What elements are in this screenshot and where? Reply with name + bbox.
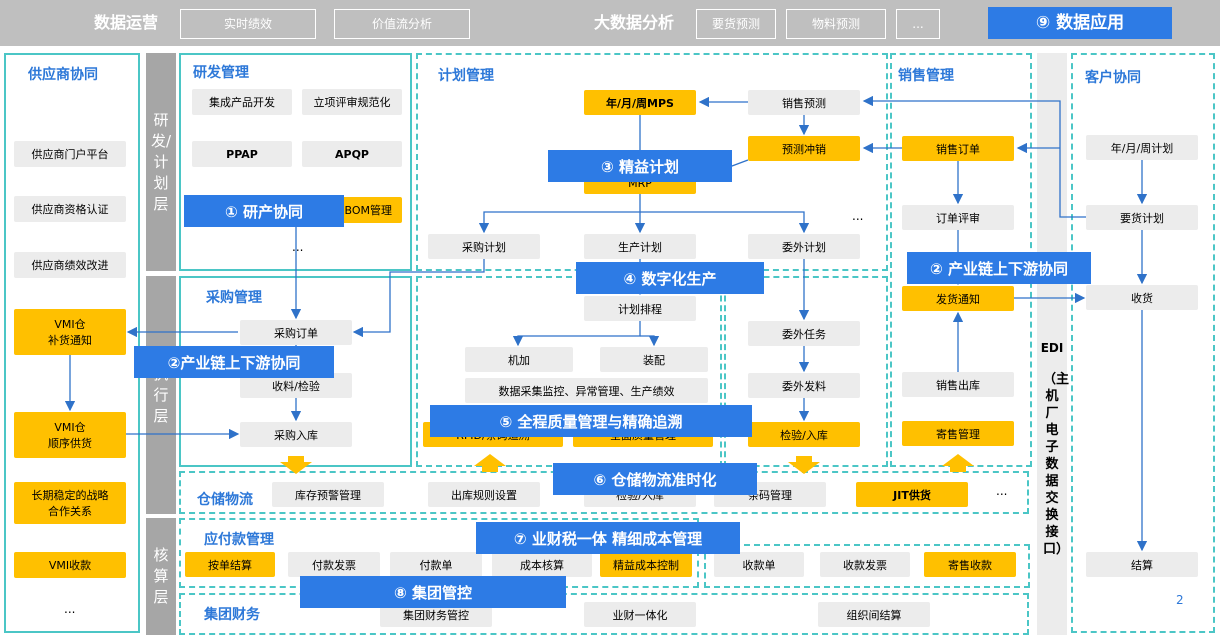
forecast-offset[interactable]: 预测冲销 (748, 136, 860, 161)
outsource-plan[interactable]: 委外计划 (748, 234, 860, 259)
banner-warehouse-jit: ⑥ 仓储物流准时化 (553, 463, 757, 495)
apqp[interactable]: APQP (302, 141, 402, 167)
outsource-task[interactable]: 委外任务 (748, 321, 860, 346)
customer-receive[interactable]: 收货 (1086, 285, 1198, 310)
warehouse-title: 仓储物流 (197, 492, 253, 508)
supplier-collab-frame (4, 53, 140, 633)
top-bar: 数据运营 实时绩效 价值流分析 大数据分析 要货预测 物料预测 ... ⑨ 数据… (0, 0, 1220, 46)
inter-org-settlement[interactable]: 组织间结算 (818, 602, 930, 627)
stock-alert[interactable]: 库存预警管理 (272, 482, 384, 507)
banner-group-control: ⑧ 集团管控 (300, 576, 566, 608)
strategic-partnership[interactable]: 长期稳定的战略 合作关系 (14, 482, 126, 524)
customer-collab-title: 客户协同 (1085, 70, 1141, 86)
demand-forecast-button[interactable]: 要货预测 (696, 9, 776, 39)
purchase-order[interactable]: 采购订单 (240, 320, 352, 345)
vmi-receipt[interactable]: VMI收款 (14, 552, 126, 578)
payment-invoice[interactable]: 付款发票 (288, 552, 380, 577)
group-finance-title: 集团财务 (204, 607, 260, 623)
plan-more: ... (852, 209, 864, 223)
layer-accounting: 核算层 (146, 518, 176, 635)
banner-finance-tax: ⑦ 业财税一体 精细成本管理 (476, 522, 740, 554)
vmi-replenish-line2: 补货通知 (48, 334, 92, 347)
project-approval[interactable]: 立项评审规范化 (302, 89, 402, 115)
rd-more: ... (292, 240, 304, 254)
warehouse-more: ... (996, 484, 1008, 498)
vmi-sequence-supply[interactable]: VMI仓 顺序供货 (14, 412, 126, 458)
strategic-line2: 合作关系 (48, 505, 92, 518)
sales-order[interactable]: 销售订单 (902, 136, 1014, 161)
banner-quality-trace: ⑤ 全程质量管理与精确追溯 (430, 405, 752, 437)
scheduling[interactable]: 计划排程 (584, 296, 696, 321)
purchase-title: 采购管理 (206, 290, 262, 306)
banner-industry-chain-right: ② 产业链上下游协同 (907, 252, 1091, 284)
purchase-plan[interactable]: 采购计划 (428, 234, 540, 259)
banner-industry-chain-left: ②产业链上下游协同 (134, 346, 334, 378)
customer-plan[interactable]: 年/月/周计划 (1086, 135, 1198, 160)
cost-accounting[interactable]: 成本核算 (492, 552, 592, 577)
data-application-banner: ⑨ 数据应用 (988, 7, 1172, 39)
customer-settle[interactable]: 结算 (1086, 552, 1198, 577)
ppap[interactable]: PPAP (192, 141, 292, 167)
integrated-product-dev[interactable]: 集成产品开发 (192, 89, 292, 115)
biz-finance-integration[interactable]: 业财一体化 (584, 602, 696, 627)
production-plan[interactable]: 生产计划 (584, 234, 696, 259)
mps[interactable]: 年/月/周MPS (584, 90, 696, 115)
purchase-inbound[interactable]: 采购入库 (240, 422, 352, 447)
order-review[interactable]: 订单评审 (902, 205, 1014, 230)
sales-title: 销售管理 (898, 68, 954, 84)
page-number: 2 (1176, 593, 1184, 607)
edi-column: EDI （主机厂电子数据交换接口） (1037, 53, 1070, 635)
demand-plan[interactable]: 要货计划 (1086, 205, 1198, 230)
vmi-seq-line2: 顺序供货 (48, 437, 92, 450)
receipt-bill[interactable]: 收款单 (714, 552, 804, 577)
assembly[interactable]: 装配 (600, 347, 708, 372)
supplier-portal[interactable]: 供应商门户平台 (14, 141, 126, 167)
supplier-performance[interactable]: 供应商绩效改进 (14, 252, 126, 278)
vmi-replenish-line1: VMI仓 (54, 318, 86, 331)
supplier-more: ... (64, 602, 76, 616)
supplier-qualification[interactable]: 供应商资格认证 (14, 196, 126, 222)
ship-notice[interactable]: 发货通知 (902, 286, 1014, 311)
consign-receipt[interactable]: 寄售收款 (924, 552, 1016, 577)
outbound-rules[interactable]: 出库规则设置 (428, 482, 540, 507)
edi-desc: （主机厂电子数据交换接口） (1043, 372, 1070, 557)
fine-cost-control[interactable]: 精益成本控制 (600, 552, 692, 577)
data-ops-title: 数据运营 (94, 13, 159, 32)
layer-rd-plan: 研发/计划层 (146, 53, 176, 271)
edi-label: EDI (1040, 341, 1064, 355)
payment-bill[interactable]: 付款单 (390, 552, 482, 577)
vmi-seq-line1: VMI仓 (54, 421, 86, 434)
customer-collab-frame (1071, 53, 1215, 633)
data-collection[interactable]: 数据采集监控、异常管理、生产绩效 (465, 378, 708, 403)
banner-rd-collab: ① 研产协同 (184, 195, 344, 227)
plan-title: 计划管理 (438, 68, 494, 84)
group-finance-frame (179, 593, 1029, 635)
settle-by-bill[interactable]: 按单结算 (185, 552, 275, 577)
strategic-line1: 长期稳定的战略 (31, 489, 109, 502)
value-stream-button[interactable]: 价值流分析 (334, 9, 470, 39)
receipt-invoice[interactable]: 收款发票 (820, 552, 910, 577)
material-forecast-button[interactable]: 物料预测 (786, 9, 886, 39)
machining[interactable]: 机加 (465, 347, 573, 372)
banner-digital-production: ④ 数字化生产 (576, 262, 764, 294)
payable-title: 应付款管理 (204, 532, 274, 548)
sales-outbound[interactable]: 销售出库 (902, 372, 1014, 397)
banner-lean-plan: ③ 精益计划 (548, 150, 732, 182)
receivable-frame (704, 544, 1030, 588)
realtime-perf-button[interactable]: 实时绩效 (180, 9, 316, 39)
sales-forecast[interactable]: 销售预测 (748, 90, 860, 115)
vmi-replenish-notice[interactable]: VMI仓 补货通知 (14, 309, 126, 355)
jit-supply[interactable]: JIT供货 (856, 482, 968, 507)
outsource-inspect[interactable]: 检验/入库 (748, 422, 860, 447)
bigdata-title: 大数据分析 (594, 13, 675, 32)
consignment-mgmt[interactable]: 寄售管理 (902, 421, 1014, 446)
rd-title: 研发管理 (193, 65, 249, 81)
more-button[interactable]: ... (896, 9, 940, 39)
supplier-collab-title: 供应商协同 (28, 67, 98, 83)
layer-exec: 执行层 (146, 276, 176, 514)
outsource-issue[interactable]: 委外发料 (748, 373, 860, 398)
